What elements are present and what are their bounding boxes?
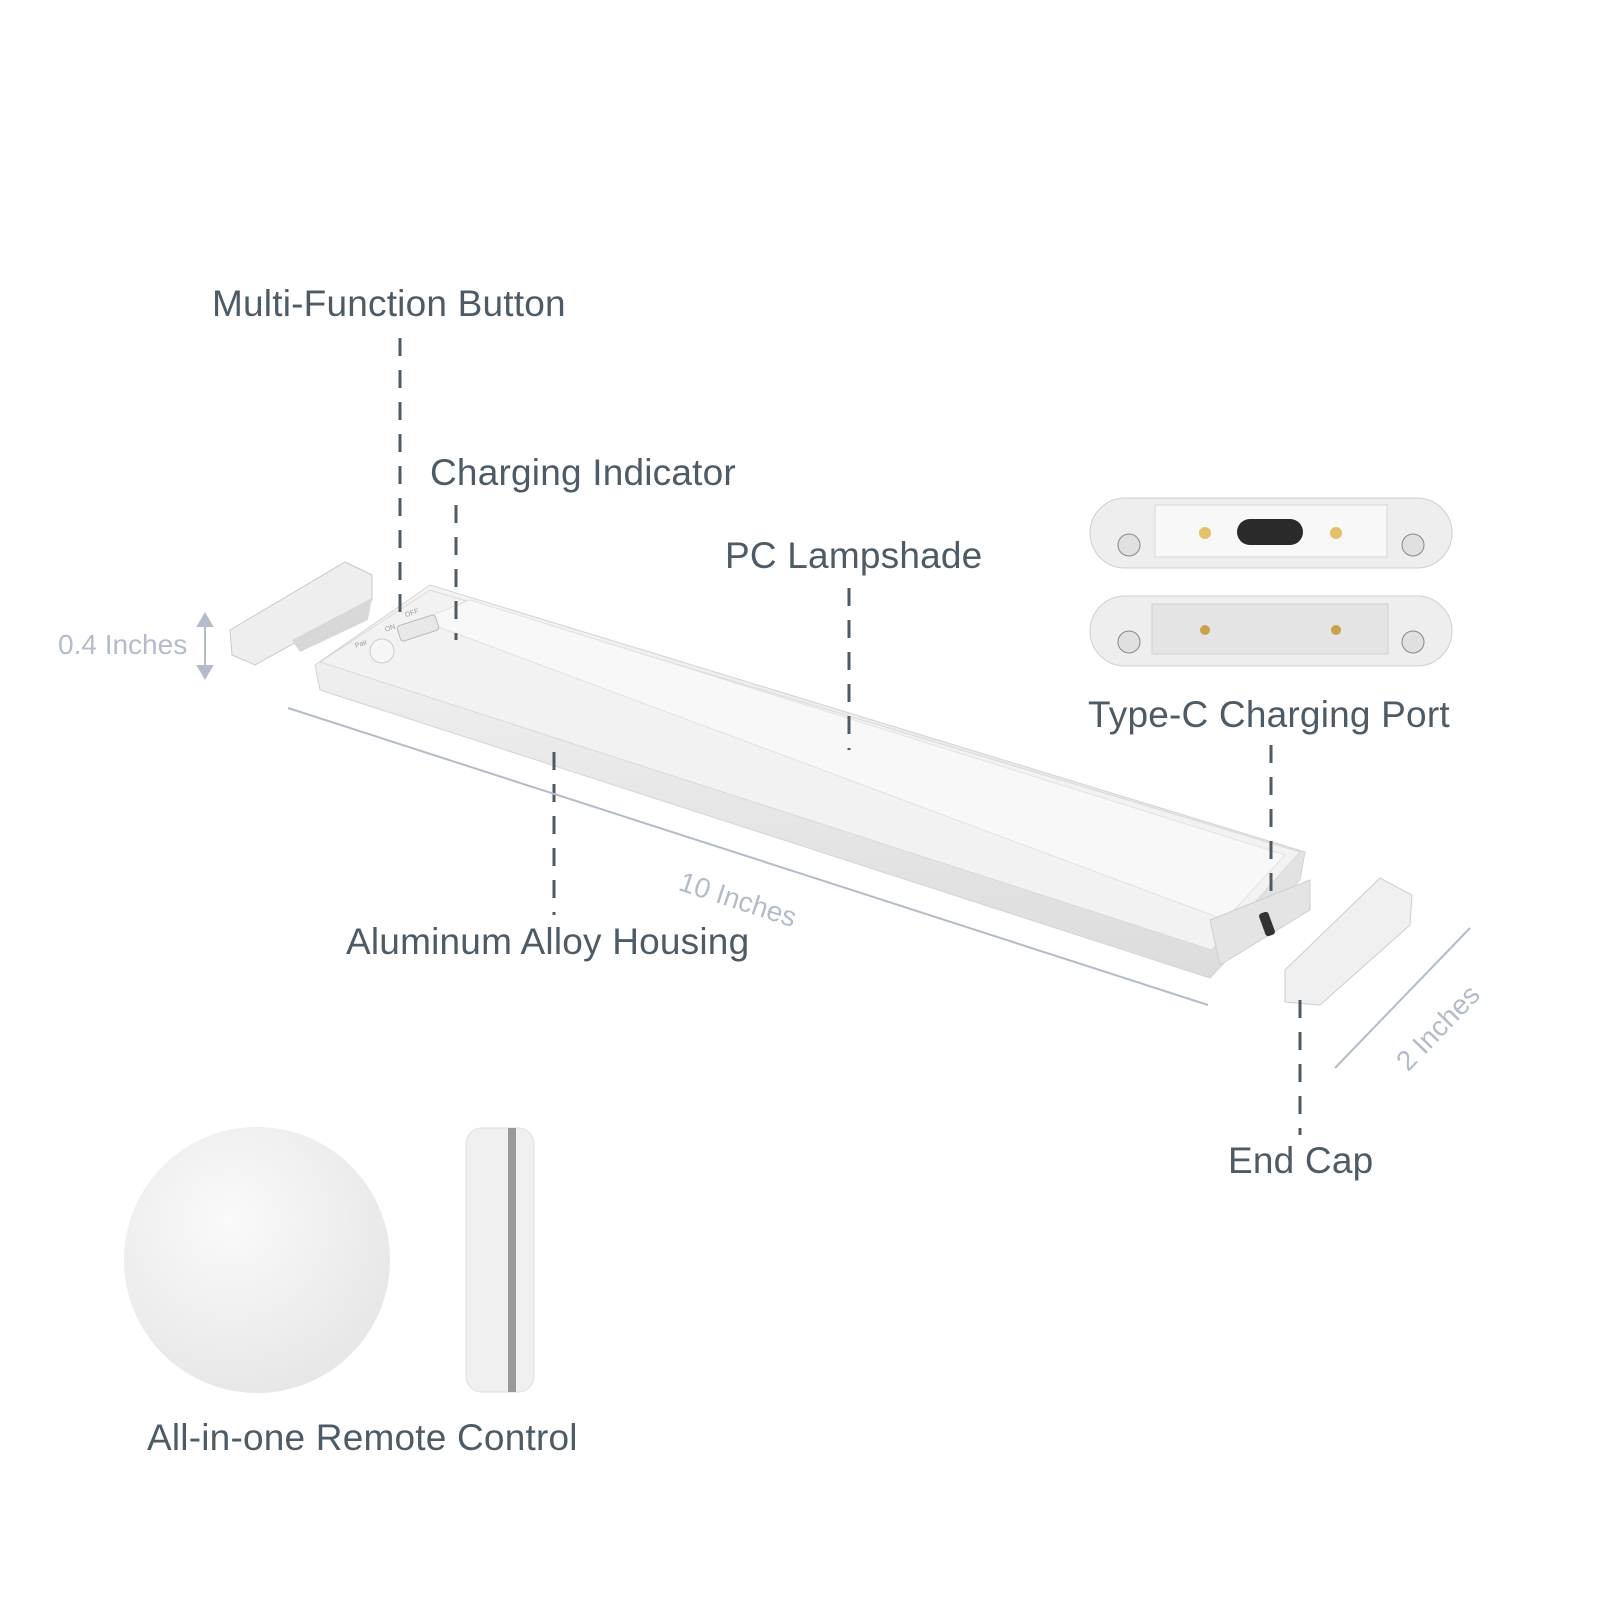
label-remote-control: All-in-one Remote Control bbox=[147, 1417, 578, 1458]
left-end-cap bbox=[229, 561, 373, 666]
type-c-port-closeup-top bbox=[1089, 497, 1453, 569]
dimension-lines bbox=[196, 612, 1471, 1069]
multi-function-button bbox=[369, 638, 395, 664]
leader-lines bbox=[398, 338, 1302, 1135]
label-pc-lampshade: PC Lampshade bbox=[725, 535, 983, 576]
dimension-height: 0.4 Inches bbox=[58, 629, 188, 660]
label-aluminum-housing: Aluminum Alloy Housing bbox=[346, 921, 750, 962]
light-bar bbox=[314, 584, 1311, 979]
pc-lampshade bbox=[418, 599, 1286, 921]
power-switch bbox=[396, 614, 440, 642]
label-charging-indicator: Charging Indicator bbox=[430, 452, 736, 493]
remote-control bbox=[124, 1127, 535, 1393]
type-c-port-closeup-bottom bbox=[1089, 595, 1453, 667]
label-end-cap: End Cap bbox=[1228, 1140, 1374, 1181]
right-end-cap bbox=[1284, 877, 1413, 1006]
label-type-c-port: Type-C Charging Port bbox=[1088, 694, 1450, 735]
usb-c-port-icon bbox=[1259, 911, 1275, 937]
label-multi-function-button: Multi-Function Button bbox=[212, 283, 566, 324]
